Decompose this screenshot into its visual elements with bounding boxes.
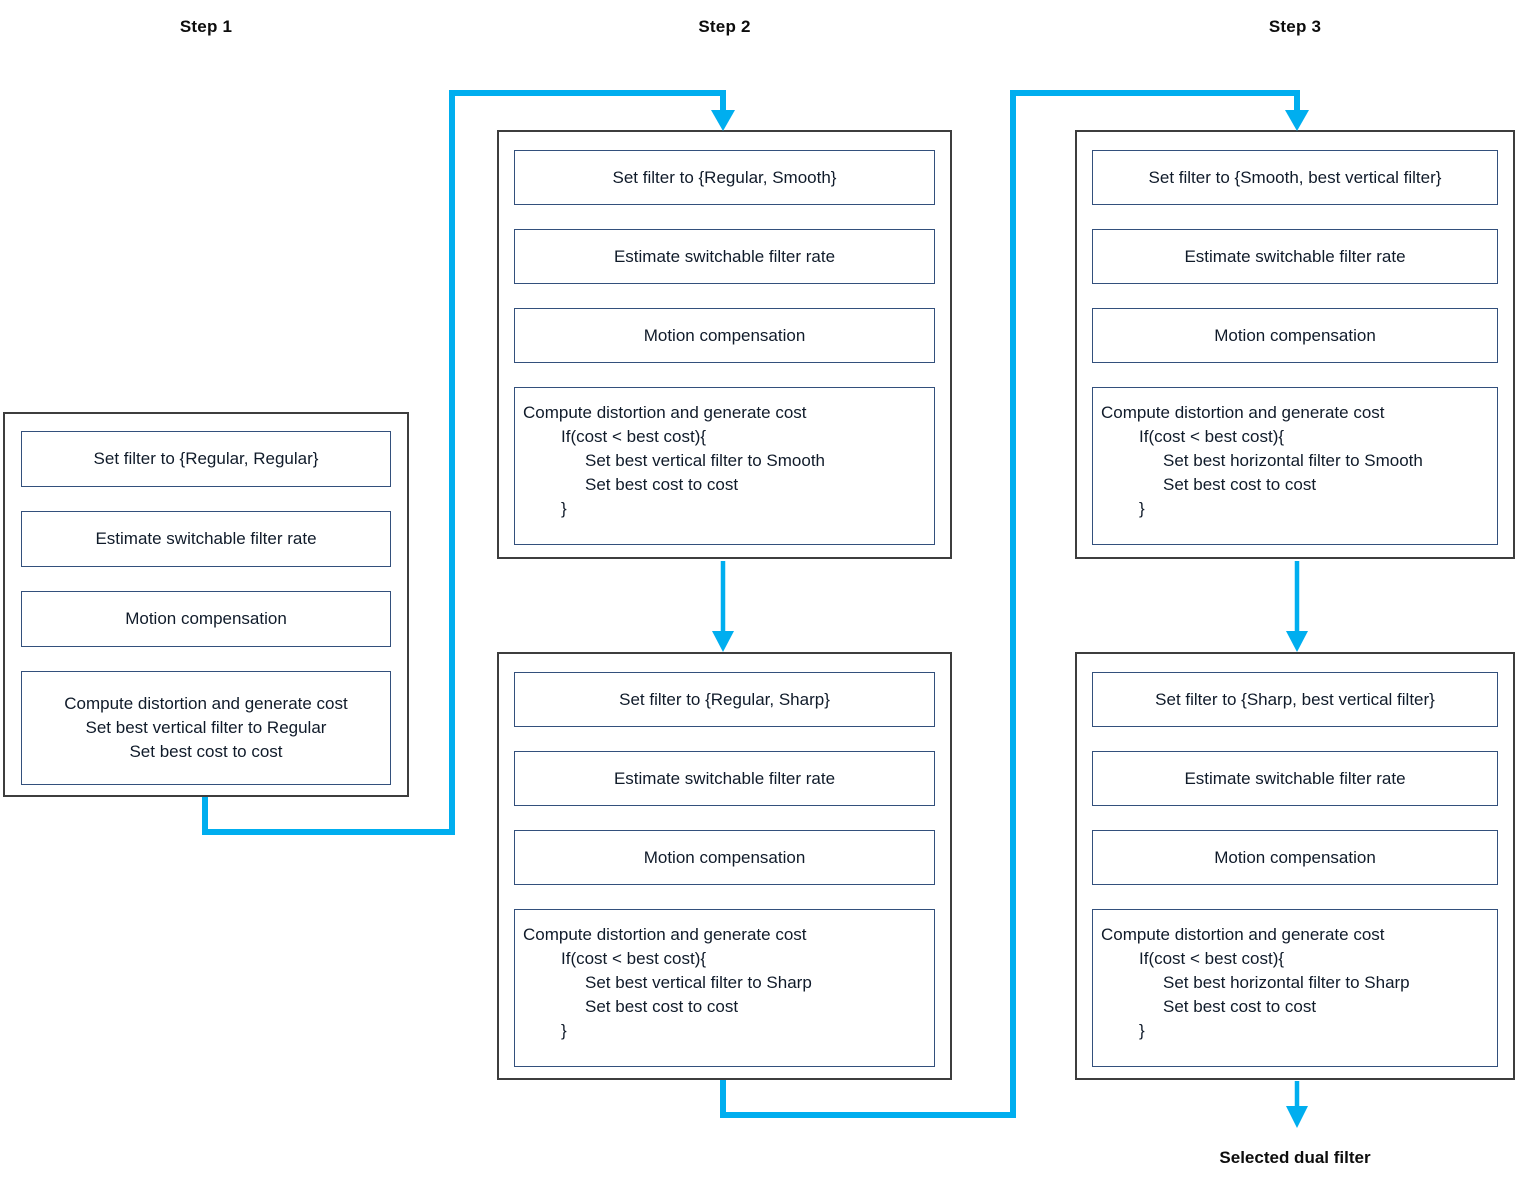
box-text: Set filter to {Sharp, best vertical filt… bbox=[1155, 689, 1435, 709]
box-text-line: } bbox=[1139, 1021, 1145, 1040]
box-text: Motion compensation bbox=[125, 609, 287, 628]
compute-cost-box: Compute distortion and generate cost If(… bbox=[514, 387, 935, 545]
set-filter-box: Set filter to {Regular, Smooth} bbox=[514, 150, 935, 205]
box-text-line: Compute distortion and generate cost bbox=[64, 694, 348, 713]
box-text-line: Set best cost to cost bbox=[1163, 997, 1317, 1016]
box-text-line: } bbox=[561, 499, 567, 518]
box-text: Set filter to {Regular, Sharp} bbox=[619, 689, 830, 709]
box-text: Estimate switchable filter rate bbox=[1184, 246, 1406, 266]
box-text-line: Set best cost to cost bbox=[129, 742, 283, 761]
motion-compensation-box: Motion compensation bbox=[1092, 830, 1498, 885]
box-text: Estimate switchable filter rate bbox=[1184, 768, 1406, 788]
box-text: Motion compensation bbox=[1214, 847, 1376, 867]
box-text-line: If(cost < best cost){ bbox=[561, 949, 707, 968]
arrow-step3-to-result-head bbox=[1286, 1106, 1308, 1128]
estimate-rate-box: Estimate switchable filter rate bbox=[1092, 751, 1498, 806]
set-filter-box: Set filter to {Regular, Regular} bbox=[21, 431, 391, 487]
estimate-rate-box: Estimate switchable filter rate bbox=[514, 229, 935, 284]
estimate-rate-box: Estimate switchable filter rate bbox=[514, 751, 935, 806]
step-2-title: Step 2 bbox=[698, 17, 751, 36]
arrow-step1-to-step2-head bbox=[711, 110, 735, 131]
arrow-step2-smooth-to-sharp-head bbox=[712, 631, 734, 652]
step1-group: Set filter to {Regular, Regular} Estimat… bbox=[3, 412, 409, 797]
box-text: Estimate switchable filter rate bbox=[613, 768, 836, 788]
box-text-line: Set best vertical filter to Regular bbox=[85, 718, 327, 737]
motion-compensation-box: Motion compensation bbox=[514, 308, 935, 363]
box-text: Estimate switchable filter rate bbox=[95, 529, 317, 548]
box-text: Motion compensation bbox=[643, 325, 806, 345]
box-text-line: Set best horizontal filter to Sharp bbox=[1163, 973, 1410, 992]
estimate-rate-box: Estimate switchable filter rate bbox=[21, 511, 391, 567]
box-text-line: } bbox=[561, 1021, 567, 1040]
box-text-line: Set best cost to cost bbox=[585, 475, 739, 494]
step-3-title: Step 3 bbox=[1268, 17, 1322, 36]
box-text-line: Compute distortion and generate cost bbox=[523, 925, 807, 944]
estimate-rate-box: Estimate switchable filter rate bbox=[1092, 229, 1498, 284]
box-text-line: Compute distortion and generate cost bbox=[1101, 403, 1385, 422]
compute-cost-box: Compute distortion and generate cost Set… bbox=[21, 671, 391, 785]
step-1-title: Step 1 bbox=[179, 17, 233, 36]
step2-group-smooth: Set filter to {Regular, Smooth} Estimate… bbox=[497, 130, 952, 559]
compute-cost-box: Compute distortion and generate cost If(… bbox=[1092, 909, 1498, 1067]
box-text-line: Set best cost to cost bbox=[1163, 475, 1317, 494]
selected-dual-filter-label: Selected dual filter bbox=[1219, 1148, 1371, 1167]
box-text: Motion compensation bbox=[1214, 325, 1376, 345]
box-text-line: If(cost < best cost){ bbox=[1139, 427, 1285, 446]
box-text: Set filter to {Regular, Regular} bbox=[93, 449, 319, 468]
set-filter-box: Set filter to {Smooth, best vertical fil… bbox=[1092, 150, 1498, 205]
set-filter-box: Set filter to {Sharp, best vertical filt… bbox=[1092, 672, 1498, 727]
box-text-line: If(cost < best cost){ bbox=[561, 427, 707, 446]
motion-compensation-box: Motion compensation bbox=[21, 591, 391, 647]
box-text: Estimate switchable filter rate bbox=[613, 246, 836, 266]
step2-group-sharp: Set filter to {Regular, Sharp} Estimate … bbox=[497, 652, 952, 1080]
compute-cost-box: Compute distortion and generate cost If(… bbox=[514, 909, 935, 1067]
motion-compensation-box: Motion compensation bbox=[514, 830, 935, 885]
arrow-step3-smooth-to-sharp-head bbox=[1286, 631, 1308, 652]
compute-cost-box: Compute distortion and generate cost If(… bbox=[1092, 387, 1498, 545]
box-text-line: Set best vertical filter to Sharp bbox=[585, 973, 812, 992]
box-text: Set filter to {Regular, Smooth} bbox=[612, 167, 837, 187]
box-text-line: Set best horizontal filter to Smooth bbox=[1163, 451, 1423, 470]
motion-compensation-box: Motion compensation bbox=[1092, 308, 1498, 363]
arrow-step2-to-step3-head bbox=[1285, 110, 1309, 131]
step3-group-sharp: Set filter to {Sharp, best vertical filt… bbox=[1075, 652, 1515, 1080]
box-text-line: Compute distortion and generate cost bbox=[523, 403, 807, 422]
box-text-line: } bbox=[1139, 499, 1145, 518]
box-text-line: Set best vertical filter to Smooth bbox=[585, 451, 825, 470]
step3-group-smooth: Set filter to {Smooth, best vertical fil… bbox=[1075, 130, 1515, 559]
set-filter-box: Set filter to {Regular, Sharp} bbox=[514, 672, 935, 727]
box-text: Set filter to {Smooth, best vertical fil… bbox=[1148, 167, 1442, 187]
box-text-line: If(cost < best cost){ bbox=[1139, 949, 1285, 968]
box-text-line: Set best cost to cost bbox=[585, 997, 739, 1016]
box-text: Motion compensation bbox=[643, 847, 806, 867]
box-text-line: Compute distortion and generate cost bbox=[1101, 925, 1385, 944]
